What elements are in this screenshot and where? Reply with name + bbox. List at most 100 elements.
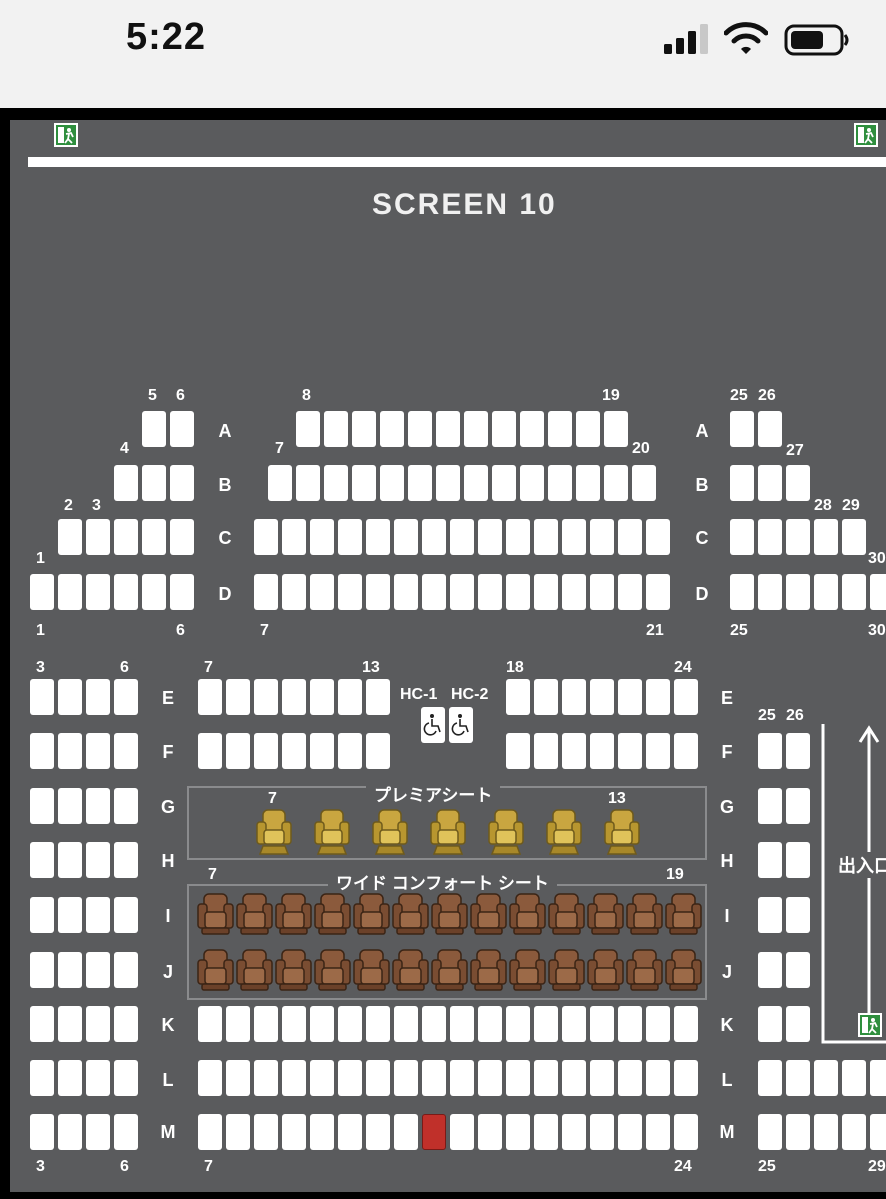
seat-k-26[interactable] [786, 1006, 810, 1042]
seat-m-24[interactable] [674, 1114, 698, 1150]
seat-f-6[interactable] [114, 733, 138, 769]
seat-m-6[interactable] [114, 1114, 138, 1150]
seat-j-6[interactable] [114, 952, 138, 988]
wide-comfort-seat-j-18[interactable] [626, 948, 663, 992]
seat-f-5[interactable] [86, 733, 110, 769]
seat-d-4[interactable] [114, 574, 138, 610]
seat-c-11[interactable] [366, 519, 390, 555]
wide-comfort-seat-j-15[interactable] [509, 948, 546, 992]
seat-m-12[interactable] [338, 1114, 362, 1150]
seat-d-13[interactable] [422, 574, 446, 610]
seat-i-25[interactable] [758, 897, 782, 933]
seat-k-17[interactable] [478, 1006, 502, 1042]
seat-j-26[interactable] [786, 952, 810, 988]
seat-d-14[interactable] [450, 574, 474, 610]
seat-d-26[interactable] [758, 574, 782, 610]
seat-j-5[interactable] [86, 952, 110, 988]
seat-d-20[interactable] [618, 574, 642, 610]
seat-b-25[interactable] [730, 465, 754, 501]
seat-m-16[interactable] [450, 1114, 474, 1150]
seat-b-5[interactable] [142, 465, 166, 501]
seat-m-13[interactable] [366, 1114, 390, 1150]
seat-m-4[interactable] [58, 1114, 82, 1150]
seat-b-18[interactable] [576, 465, 600, 501]
seat-b-11[interactable] [380, 465, 404, 501]
wide-comfort-seat-i-15[interactable] [509, 892, 546, 936]
wide-comfort-seat-j-14[interactable] [470, 948, 507, 992]
seat-b-12[interactable] [408, 465, 432, 501]
seat-g-25[interactable] [758, 788, 782, 824]
seat-l-12[interactable] [338, 1060, 362, 1096]
seat-g-5[interactable] [86, 788, 110, 824]
seat-b-27[interactable] [786, 465, 810, 501]
seat-a-16[interactable] [520, 411, 544, 447]
seat-l-25[interactable] [758, 1060, 782, 1096]
seat-i-26[interactable] [786, 897, 810, 933]
wide-comfort-seat-i-9[interactable] [275, 892, 312, 936]
seat-d-11[interactable] [366, 574, 390, 610]
seat-h-3[interactable] [30, 842, 54, 878]
seat-f-20[interactable] [562, 733, 586, 769]
seat-e-19[interactable] [534, 679, 558, 715]
seat-m-11[interactable] [310, 1114, 334, 1150]
wide-comfort-seat-i-14[interactable] [470, 892, 507, 936]
seat-m-27[interactable] [814, 1114, 838, 1150]
seat-k-23[interactable] [646, 1006, 670, 1042]
seat-c-2[interactable] [58, 519, 82, 555]
seat-i-5[interactable] [86, 897, 110, 933]
seat-c-14[interactable] [450, 519, 474, 555]
seat-k-10[interactable] [282, 1006, 306, 1042]
seat-l-24[interactable] [674, 1060, 698, 1096]
seat-a-9[interactable] [324, 411, 348, 447]
seat-c-5[interactable] [142, 519, 166, 555]
seat-l-7[interactable] [198, 1060, 222, 1096]
seat-l-27[interactable] [814, 1060, 838, 1096]
seat-m-7[interactable] [198, 1114, 222, 1150]
seat-l-6[interactable] [114, 1060, 138, 1096]
wide-comfort-seat-i-19[interactable] [665, 892, 702, 936]
premium-seat-g-9[interactable] [371, 808, 409, 856]
seat-b-10[interactable] [352, 465, 376, 501]
seat-c-16[interactable] [506, 519, 530, 555]
seat-l-13[interactable] [366, 1060, 390, 1096]
wide-comfort-seat-i-13[interactable] [431, 892, 468, 936]
seat-l-15[interactable] [422, 1060, 446, 1096]
seat-f-12[interactable] [338, 733, 362, 769]
seat-c-17[interactable] [534, 519, 558, 555]
wide-comfort-seat-j-9[interactable] [275, 948, 312, 992]
wide-comfort-seat-j-17[interactable] [587, 948, 624, 992]
seat-e-12[interactable] [338, 679, 362, 715]
seat-l-28[interactable] [842, 1060, 866, 1096]
seat-m-14[interactable] [394, 1114, 418, 1150]
seat-l-22[interactable] [618, 1060, 642, 1096]
seat-b-17[interactable] [548, 465, 572, 501]
seat-k-25[interactable] [758, 1006, 782, 1042]
seat-b-8[interactable] [296, 465, 320, 501]
seat-h-6[interactable] [114, 842, 138, 878]
seat-e-13[interactable] [366, 679, 390, 715]
seat-f-11[interactable] [310, 733, 334, 769]
seat-d-2[interactable] [58, 574, 82, 610]
wide-comfort-seat-j-19[interactable] [665, 948, 702, 992]
seat-b-26[interactable] [758, 465, 782, 501]
seat-m-5[interactable] [86, 1114, 110, 1150]
seat-f-10[interactable] [282, 733, 306, 769]
wide-comfort-seat-j-10[interactable] [314, 948, 351, 992]
seat-m-18[interactable] [506, 1114, 530, 1150]
seat-c-28[interactable] [814, 519, 838, 555]
seat-m-28[interactable] [842, 1114, 866, 1150]
seat-b-4[interactable] [114, 465, 138, 501]
seat-m-15[interactable] [422, 1114, 446, 1150]
seat-d-27[interactable] [786, 574, 810, 610]
seat-a-17[interactable] [548, 411, 572, 447]
seat-d-18[interactable] [562, 574, 586, 610]
seat-k-11[interactable] [310, 1006, 334, 1042]
wide-comfort-seat-j-7[interactable] [197, 948, 234, 992]
seat-m-8[interactable] [226, 1114, 250, 1150]
seat-i-6[interactable] [114, 897, 138, 933]
seat-l-8[interactable] [226, 1060, 250, 1096]
seat-a-10[interactable] [352, 411, 376, 447]
seat-e-3[interactable] [30, 679, 54, 715]
wide-comfort-seat-i-16[interactable] [548, 892, 585, 936]
seat-e-23[interactable] [646, 679, 670, 715]
